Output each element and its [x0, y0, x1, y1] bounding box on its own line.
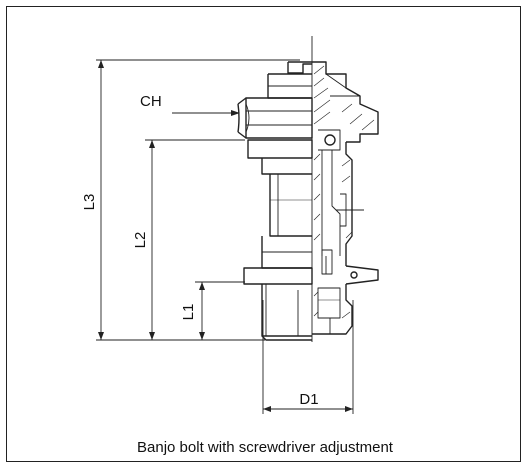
caption: Banjo bolt with screwdriver adjustment — [137, 439, 394, 456]
banjo-bolt-drawing — [237, 36, 379, 342]
label-d1: D1 — [299, 391, 318, 408]
label-ch: CH — [140, 93, 162, 110]
drawing-border — [6, 6, 521, 462]
label-l1: L1 — [180, 304, 197, 321]
label-l2: L2 — [132, 232, 149, 249]
label-l3: L3 — [81, 194, 98, 211]
dimension-lines — [96, 59, 354, 414]
section-hatching — [313, 65, 375, 319]
dimension-arrows — [98, 60, 353, 412]
